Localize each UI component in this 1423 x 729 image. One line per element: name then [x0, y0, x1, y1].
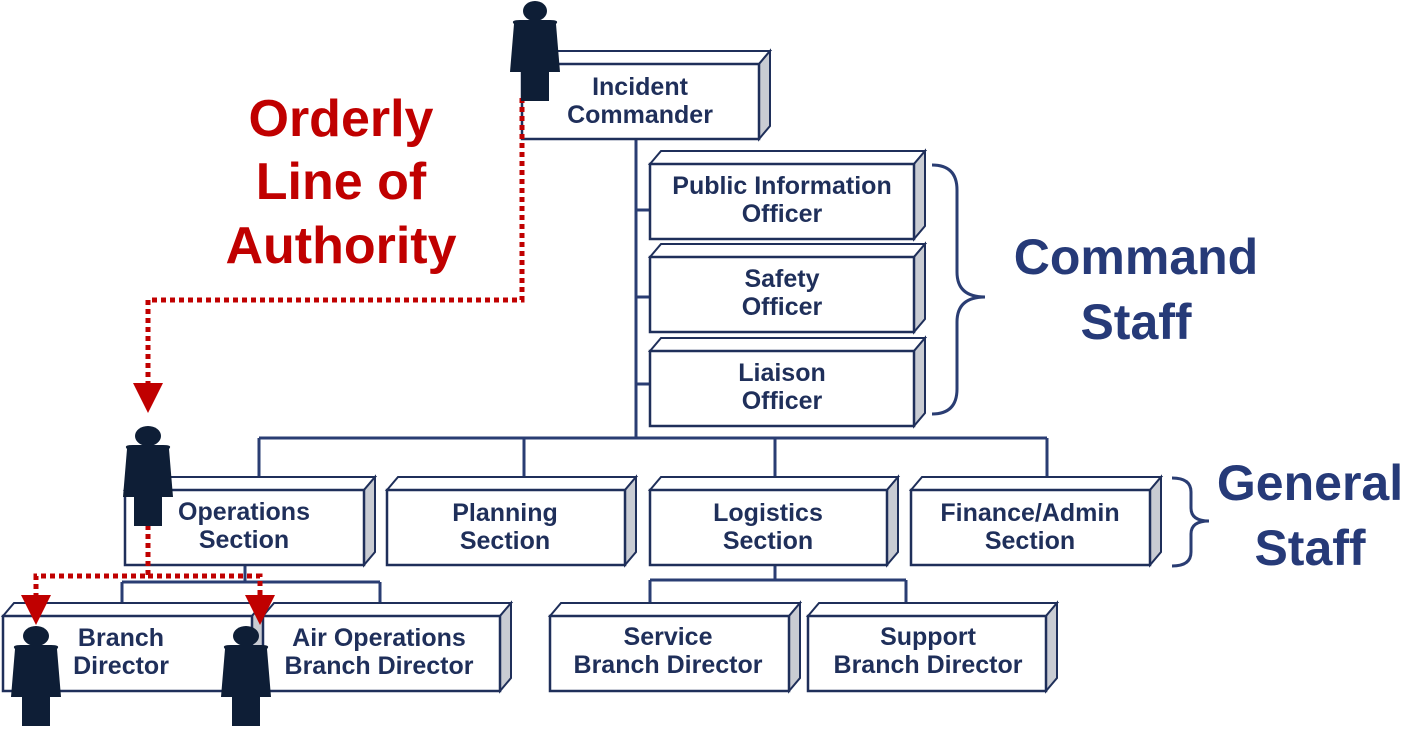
finance-line1: Finance/Admin: [940, 499, 1119, 527]
liaison-officer-line2: Officer: [742, 387, 823, 415]
air-ops-line2: Branch Director: [285, 652, 474, 680]
general-staff-line2: Staff: [1254, 520, 1365, 576]
planning-line1: Planning: [452, 499, 558, 527]
command-staff-line1: Command: [1014, 229, 1258, 285]
box-branch-director: Branch Director: [0, 600, 266, 694]
orderly-line-of-authority-label: Orderly Line of Authority: [225, 90, 456, 275]
service-line2: Branch Director: [574, 651, 763, 679]
box-service-branch-director: Service Branch Director: [547, 600, 803, 694]
branch-director-line2: Director: [73, 652, 169, 680]
command-staff-curly-brace-icon: [931, 163, 986, 416]
box-operations-section: Operations Section: [122, 474, 378, 568]
safety-officer-line1: Safety: [744, 265, 819, 293]
orderly-line1: Orderly: [249, 90, 434, 148]
line-of-authority: [21, 98, 525, 625]
box-planning-section: Planning Section: [384, 474, 639, 568]
logistics-line2: Section: [723, 527, 813, 555]
box-support-branch-director: Support Branch Director: [805, 600, 1060, 694]
planning-line2: Section: [460, 527, 550, 555]
support-line1: Support: [880, 623, 976, 651]
command-staff-line2: Staff: [1080, 294, 1191, 350]
general-staff-line1: General: [1217, 455, 1403, 511]
liaison-officer-line1: Liaison: [738, 359, 826, 387]
branch-director-line1: Branch: [78, 624, 164, 652]
ops-to-branches-dotted-line: [21, 525, 151, 625]
operations-line2: Section: [199, 526, 289, 554]
incident-commander-line2: Commander: [567, 101, 713, 129]
box-incident-commander: Incident Commander: [519, 48, 773, 142]
box-air-operations-branch-director: Air Operations Branch Director: [260, 600, 514, 694]
general-staff-curly-brace-icon: [1171, 476, 1210, 568]
box-finance-admin-section: Finance/Admin Section: [908, 474, 1164, 568]
operations-chief-person-icon: [123, 426, 173, 526]
logistics-line1: Logistics: [713, 499, 823, 527]
box-safety-officer: Safety Officer: [647, 241, 928, 335]
box-public-information-officer: Public Information Officer: [647, 148, 928, 242]
support-line2: Branch Director: [834, 651, 1023, 679]
air-ops-branch-director-person-icon: [221, 626, 271, 726]
general-staff-label: General Staff: [1217, 455, 1403, 576]
service-line1: Service: [624, 623, 713, 651]
orderly-line3: Authority: [225, 217, 456, 275]
incident-commander-line1: Incident: [592, 73, 689, 101]
finance-line2: Section: [985, 527, 1075, 555]
operations-line1: Operations: [178, 498, 310, 526]
box-logistics-section: Logistics Section: [647, 474, 901, 568]
pio-line1: Public Information: [672, 172, 891, 200]
command-staff-label: Command Staff: [1014, 229, 1258, 350]
ops-to-air-ops-dotted-arrow-icon: [148, 573, 275, 625]
safety-officer-line2: Officer: [742, 293, 823, 321]
connector-lines: [120, 138, 1049, 603]
air-ops-line1: Air Operations: [292, 624, 466, 652]
authority-dotted-arrow-icon: [133, 98, 525, 413]
incident-commander-person-icon: [510, 1, 560, 101]
orderly-line2: Line of: [256, 153, 427, 211]
pio-line2: Officer: [742, 200, 823, 228]
box-liaison-officer: Liaison Officer: [647, 335, 928, 429]
branch-director-person-icon: [11, 626, 61, 726]
